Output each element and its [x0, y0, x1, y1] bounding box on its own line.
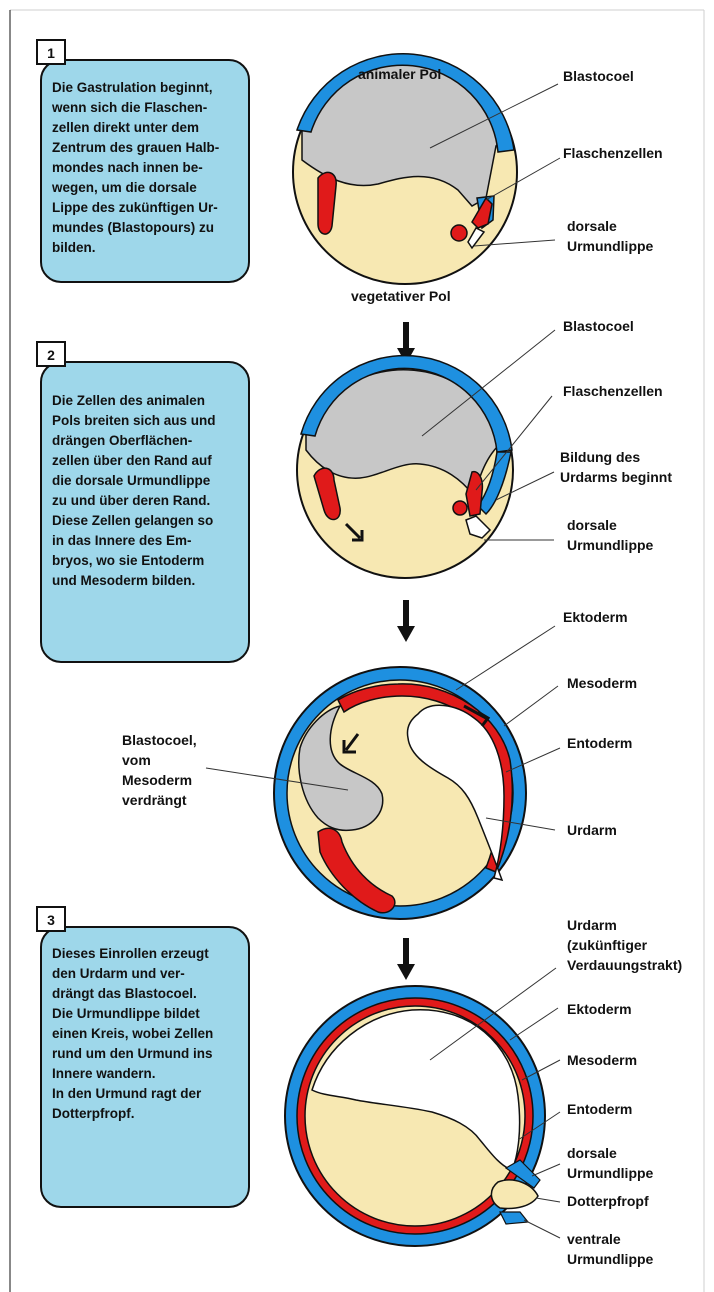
embryo-1-bottle-cell — [451, 225, 467, 241]
label-d2-dorsale-line: dorsale — [567, 517, 617, 533]
label-d4-ektoderm: Ektoderm — [567, 1001, 632, 1017]
label-d4-dorsale-line: dorsale — [567, 1145, 617, 1161]
step-2-line: Die Zellen des animalen — [52, 393, 205, 408]
embryo-3 — [274, 667, 526, 919]
step-1-line: Lippe des zukünftigen Ur- — [52, 200, 218, 215]
label-d3-blastocoel-line: verdrängt — [122, 792, 187, 808]
step-1-box: 1 Die Gastrulation beginnt, wenn sich di… — [37, 40, 249, 282]
step-2-line: drängen Oberflächen- — [52, 433, 192, 448]
embryo-1 — [293, 54, 517, 284]
leader-d4-dorsale — [532, 1164, 560, 1176]
leader-d4-ventrale — [524, 1220, 560, 1238]
step-1-line: zellen direkt unter dem — [52, 120, 199, 135]
step-3-line: drängt das Blastocoel. — [52, 986, 197, 1001]
step-3-line: In den Urmund ragt der — [52, 1086, 202, 1101]
label-d4-dorsale-line: Urmundlippe — [567, 1165, 654, 1181]
label-d4-ventrale: ventrale Urmundlippe — [567, 1231, 654, 1267]
step-2-number: 2 — [47, 347, 55, 363]
embryo-2-bottle-cell — [453, 501, 467, 515]
label-d1-animaler-pol: animaler Pol — [358, 66, 441, 82]
label-d1-flaschenzellen: Flaschenzellen — [563, 145, 663, 161]
step-3-number: 3 — [47, 912, 55, 928]
step-1-text: Die Gastrulation beginnt, wenn sich die … — [51, 80, 223, 255]
label-d1-blastocoel: Blastocoel — [563, 68, 634, 84]
label-d3-mesoderm: Mesoderm — [567, 675, 637, 691]
label-d1-vegetativer-pol: vegetativer Pol — [351, 288, 451, 304]
label-d2-bildung-line: Bildung des — [560, 449, 640, 465]
label-d4-ventrale-line: Urmundlippe — [567, 1251, 654, 1267]
label-d4-urdarm-line: Verdauungstrakt) — [567, 957, 682, 973]
leader-d4-ektoderm — [510, 1008, 558, 1040]
label-d4-mesoderm: Mesoderm — [567, 1052, 637, 1068]
step-1-line: mundes (Blastopours) zu — [52, 220, 214, 235]
label-d3-ektoderm: Ektoderm — [563, 609, 628, 625]
arrow-1-shaft — [403, 322, 409, 350]
arrow-2-shaft — [403, 600, 409, 628]
label-d3-blastocoel-line: vom — [122, 752, 151, 768]
step-2-line: bryos, wo sie Entoderm — [52, 553, 204, 568]
step-3-line: den Urdarm und ver- — [52, 966, 185, 981]
step-3-line: rund um den Urmund ins — [52, 1046, 213, 1061]
down-arrow-icon — [397, 600, 415, 642]
label-d2-dorsale-line: Urmundlippe — [567, 537, 654, 553]
step-2-line: Pols breiten sich aus und — [52, 413, 216, 428]
step-1-line: bilden. — [52, 240, 96, 255]
step-2-line: zellen über den Rand auf — [52, 453, 212, 468]
label-d2-bildung-line: Urdarms beginnt — [560, 469, 672, 485]
step-1-line: wegen, um die dorsale — [51, 180, 197, 195]
label-d3-urdarm: Urdarm — [567, 822, 617, 838]
leader-d3-ektoderm — [456, 626, 555, 690]
step-1-line: Die Gastrulation beginnt, — [52, 80, 213, 95]
step-3-line: Innere wandern. — [52, 1066, 156, 1081]
embryo-4-ventral-lip — [500, 1212, 528, 1224]
step-1-line: wenn sich die Flaschen- — [51, 100, 207, 115]
label-d2-dorsale: dorsale Urmundlippe — [567, 517, 654, 553]
label-d4-urdarm-line: Urdarm — [567, 917, 617, 933]
label-d2-flaschenzellen: Flaschenzellen — [563, 383, 663, 399]
arrow-3-head — [397, 964, 415, 980]
label-d1-dorsale: dorsale Urmundlippe — [567, 218, 654, 254]
label-d4-dorsale: dorsale Urmundlippe — [567, 1145, 654, 1181]
step-1-line: mondes nach innen be- — [52, 160, 203, 175]
arrow-3-shaft — [403, 938, 409, 966]
label-d4-dotterpfropf: Dotterpfropf — [567, 1193, 649, 1209]
arrow-2-head — [397, 626, 415, 642]
label-d2-bildung: Bildung des Urdarms beginnt — [560, 449, 672, 485]
step-3-line: Dotterpfropf. — [52, 1106, 134, 1121]
embryo-4 — [285, 986, 545, 1246]
step-3-line: Dieses Einrollen erzeugt — [52, 946, 209, 961]
step-3-line: Die Urmundlippe bildet — [52, 1006, 200, 1021]
label-d2-blastocoel: Blastocoel — [563, 318, 634, 334]
step-2-line: zu und über deren Rand. — [52, 493, 210, 508]
label-d3-entoderm: Entoderm — [567, 735, 632, 751]
step-2-box: 2 Die Zellen des animalen Pols breiten s… — [37, 342, 249, 662]
label-d1-dorsale-line: Urmundlippe — [567, 238, 654, 254]
leader-d4-dotterpfropf — [536, 1198, 560, 1202]
step-1-line: Zentrum des grauen Halb- — [52, 140, 219, 155]
label-d4-ventrale-line: ventrale — [567, 1231, 621, 1247]
label-d4-urdarm: Urdarm (zukünftiger Verdauungstrakt) — [567, 917, 682, 973]
label-d3-blastocoel-line: Mesoderm — [122, 772, 192, 788]
step-3-box: 3 Dieses Einrollen erzeugt den Urdarm un… — [37, 907, 249, 1207]
step-2-line: Diese Zellen gelangen so — [52, 513, 213, 528]
step-1-number: 1 — [47, 45, 55, 61]
step-3-line: einen Kreis, wobei Zellen — [52, 1026, 213, 1041]
leader-d3-mesoderm — [504, 686, 558, 726]
step-2-line: die dorsale Urmundlippe — [52, 473, 211, 488]
label-d3-blastocoel-line: Blastocoel, — [122, 732, 197, 748]
step-2-line: und Mesoderm bilden. — [52, 573, 195, 588]
label-d4-entoderm: Entoderm — [567, 1101, 632, 1117]
label-d4-urdarm-line: (zukünftiger — [567, 937, 648, 953]
label-d1-dorsale-line: dorsale — [567, 218, 617, 234]
down-arrow-icon — [397, 938, 415, 980]
step-2-line: in das Innere des Em- — [52, 533, 192, 548]
label-d3-blastocoel: Blastocoel, vom Mesoderm verdrängt — [122, 732, 201, 808]
